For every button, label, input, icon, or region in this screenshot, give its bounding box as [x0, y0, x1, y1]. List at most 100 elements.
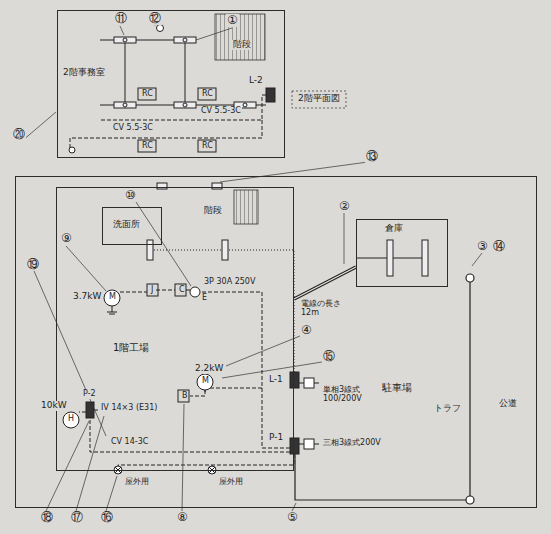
fluorescent-light: [114, 37, 256, 108]
leader-line: [196, 28, 232, 40]
cable-cv: [70, 95, 266, 150]
outlet-spec: 3P 30A 250V: [203, 278, 256, 287]
watt-hour-meter: [299, 378, 319, 449]
fluorescent-light: [183, 38, 187, 42]
panel-name: L-2: [248, 76, 264, 86]
leader-line: [34, 271, 106, 436]
room-name: 1階工場: [112, 342, 150, 354]
leader-line: [220, 162, 368, 182]
panel-name: P-2: [82, 390, 97, 399]
callout-number: ⑫: [148, 12, 162, 25]
underground-line: [295, 282, 470, 500]
fixture-note: 屋外用: [124, 478, 150, 487]
panel-board: [86, 88, 299, 454]
motor-symbol: [104, 290, 120, 306]
title-frame: [292, 91, 346, 108]
watt-hour-meter: [304, 439, 314, 449]
warehouse-light: [357, 240, 428, 276]
panel-board: [86, 402, 94, 418]
callout-number: ⑰: [70, 511, 84, 524]
panel-board: [266, 88, 275, 102]
outdoor-light: [115, 467, 215, 473]
cable-spec: IV 14×3 (E31): [100, 404, 158, 413]
fluorescent-light: [222, 240, 228, 260]
room-name: 階段: [203, 206, 223, 216]
rating-label: 2.2kW: [194, 364, 224, 374]
remote-control-box: [138, 140, 156, 152]
callout-number: ⑩: [124, 189, 137, 202]
callout-number: ③: [476, 240, 489, 253]
leader-line: [292, 503, 296, 511]
room-outline: 洗面所: [102, 207, 162, 245]
fluorescent-light: [123, 38, 127, 42]
fluorescent-light: [114, 37, 136, 43]
rating-label: 10kW: [40, 401, 68, 411]
title-frame: [292, 91, 346, 108]
leader-line: [106, 476, 117, 511]
remote-control-box: [138, 88, 216, 152]
motor-letter: M: [201, 377, 210, 386]
box-letter: RC: [201, 90, 214, 99]
motor-symbol: [197, 374, 213, 390]
leader-line: [344, 213, 345, 264]
building-outline: 1階工場 洗面所: [56, 187, 294, 471]
feeder-cable: [294, 267, 356, 299]
lighting-wire: [100, 40, 266, 105]
watt-hour-meter: [299, 383, 319, 444]
power-wire: [210, 388, 262, 389]
callout-number: ⑲: [26, 258, 40, 271]
feeder-cable: [294, 267, 356, 299]
power-wire: [79, 412, 86, 413]
road-label: 公道: [498, 399, 518, 409]
callout-number: ①: [226, 14, 239, 27]
leader-line: [226, 336, 300, 366]
room-outline: 倉庫: [356, 219, 448, 287]
callout-number: ⑪: [114, 12, 128, 25]
fluorescent-light: [174, 102, 196, 108]
fluorescent-light: [147, 183, 228, 260]
motor-symbol: [63, 412, 79, 428]
outlet-symbol: [69, 25, 164, 154]
fluorescent-light: [183, 103, 187, 107]
panel-name: L-1: [268, 375, 284, 385]
callout-number: ④: [300, 324, 313, 337]
leader-line: [22, 24, 482, 511]
remote-control-box: [198, 88, 216, 100]
leader-line: [66, 246, 106, 291]
callout-number: ⑮: [322, 350, 336, 363]
box-letter: J: [150, 286, 154, 295]
ground-symbol: [107, 306, 117, 314]
callout-number: ⑨: [60, 232, 73, 245]
power-wire: [79, 290, 294, 474]
panel-board: [290, 438, 299, 454]
supply-spec: 三相3線式200V: [322, 439, 382, 448]
callout-number: ⑳: [12, 128, 26, 141]
cable-spec: CV 5.5-3C: [200, 107, 242, 116]
junction-box: [147, 284, 158, 296]
power-wire: [90, 418, 290, 452]
fluorescent-light: [157, 183, 167, 189]
room-name: 階段: [232, 40, 252, 50]
power-wire: [190, 390, 205, 396]
room-name: 駐車場: [381, 382, 413, 394]
trough-label: トラフ: [433, 404, 462, 414]
outlet-symbol: [69, 147, 75, 153]
box-letter: B: [181, 392, 189, 401]
leader-line: [472, 253, 482, 266]
fluorescent-light: [147, 240, 153, 260]
callout-number: ⑭: [492, 240, 506, 253]
underground-line: [295, 274, 474, 504]
leader-line: [182, 404, 184, 511]
motor-symbol: [63, 290, 213, 428]
cable-length: 電線の長さ 12m: [300, 300, 354, 318]
room-name: 洗面所: [112, 219, 141, 229]
heater-letter: H: [67, 415, 75, 424]
box-letter: RC: [141, 90, 154, 99]
supply-spec: 単相3線式 100/200V: [322, 386, 382, 404]
remote-control-box: [198, 140, 216, 152]
box-letter: RC: [201, 142, 214, 151]
power-outlet: [190, 287, 200, 297]
cable-cv: [70, 95, 266, 150]
